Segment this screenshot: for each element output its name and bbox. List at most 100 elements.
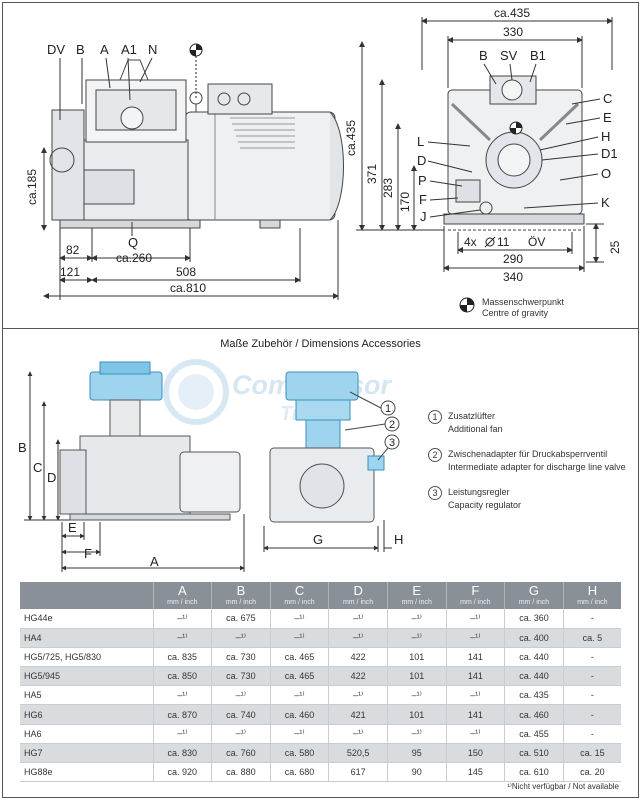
value-cell: ca. 400 (504, 628, 564, 648)
value-cell: ca. 835 (152, 647, 212, 668)
label-front-b: B (479, 48, 488, 63)
acc-label-d: D (47, 470, 56, 485)
header-model (20, 582, 153, 609)
label-d1: D1 (601, 146, 618, 161)
value-cell: 90 (386, 762, 447, 783)
label-d: D (417, 153, 426, 168)
value-cell: –¹⁾ (269, 724, 329, 744)
value-cell: –¹⁾ (269, 609, 329, 629)
model-cell: HA6 (20, 724, 153, 744)
accessories-drawing: Compressor Trade B C D E F A (18, 359, 403, 572)
value-cell: ca. 675 (211, 609, 271, 629)
value-cell: ca. 830 (152, 743, 212, 764)
table-row: HA6–¹⁾–¹⁾–¹⁾–¹⁾–¹⁾–¹⁾ca. 455- (20, 724, 621, 744)
value-cell: ca. 870 (152, 704, 212, 725)
value-cell: - (562, 724, 621, 744)
value-cell: ca. 460 (504, 704, 564, 725)
label-h: H (601, 129, 610, 144)
note-number: 1 (428, 410, 442, 424)
acc-label-h: H (394, 532, 403, 547)
label-b: B (76, 42, 85, 57)
accessory-side-dimensions (24, 371, 245, 572)
label-k: K (601, 195, 610, 210)
value-cell: - (562, 704, 621, 725)
value-cell: –¹⁾ (386, 724, 447, 744)
marker-1: 1 (385, 403, 391, 415)
dim-front-283: 283 (381, 178, 395, 198)
label-q: Q (128, 235, 138, 250)
note-number: 2 (428, 448, 442, 462)
value-cell: –¹⁾ (386, 609, 447, 629)
value-cell: 141 (445, 647, 505, 668)
value-cell: –¹⁾ (152, 724, 212, 744)
watermark: Compressor Trade (163, 359, 393, 425)
label-f: F (419, 192, 427, 207)
value-cell: ca. 440 (504, 666, 564, 687)
front-view-dimensions (356, 17, 613, 272)
value-cell: 145 (445, 762, 505, 783)
value-cell: 520,5 (328, 743, 388, 764)
dim-front-h-ca435: ca.435 (344, 120, 358, 156)
dim-front-371: 371 (365, 164, 379, 184)
value-cell: - (562, 609, 621, 629)
value-cell: ca. 880 (211, 762, 271, 783)
label-c: C (603, 91, 612, 106)
dim-ca185: ca.185 (25, 169, 39, 205)
value-cell: ca. 460 (269, 704, 329, 725)
cog-icon (459, 297, 475, 313)
model-cell: HG6 (20, 704, 153, 725)
acc-label-a: A (150, 554, 159, 569)
note-number: 3 (428, 486, 442, 500)
value-cell: ca. 740 (211, 704, 271, 725)
value-cell: ca. 920 (152, 762, 212, 783)
value-cell: - (562, 666, 621, 687)
note-en: Capacity regulator (448, 500, 522, 510)
value-cell: ca. 610 (504, 762, 564, 783)
value-cell: –¹⁾ (445, 685, 505, 706)
model-cell: HG5/725, HG5/830 (20, 647, 153, 668)
value-cell: –¹⁾ (386, 628, 447, 648)
value-cell: ca. 760 (211, 743, 271, 764)
section-divider (2, 328, 639, 329)
model-cell: HA4 (20, 628, 153, 648)
value-cell: ca. 580 (269, 743, 329, 764)
bolt-diameter: 11 (497, 235, 510, 249)
front-view-compressor (443, 75, 585, 231)
value-cell: 141 (445, 704, 505, 725)
acc-label-b: B (18, 440, 27, 455)
note-de: Leistungsregler (448, 487, 510, 497)
value-cell: –¹⁾ (152, 609, 212, 629)
note-item: 1 Zusatzlüfter Additional fan (428, 410, 633, 436)
value-cell: –¹⁾ (328, 628, 388, 648)
value-cell: 101 (386, 666, 447, 687)
dim-ca260: ca.260 (116, 251, 152, 265)
note-en: Additional fan (448, 424, 503, 434)
value-cell: –¹⁾ (445, 609, 505, 629)
front-view-labels: B SV B1 C E H D1 O K L D P F J (417, 48, 618, 224)
accessory-front-compressor (269, 371, 385, 523)
value-cell: –¹⁾ (152, 685, 212, 706)
value-cell: ca. 850 (152, 666, 212, 687)
label-n: N (148, 42, 157, 57)
value-cell: –¹⁾ (328, 685, 388, 706)
model-cell: HG5/945 (20, 666, 153, 687)
dim-ca810: ca.810 (170, 281, 206, 295)
value-cell: ca. 5 (562, 628, 621, 648)
dim-front-340: 340 (503, 270, 523, 284)
value-cell: –¹⁾ (152, 628, 212, 648)
value-cell: - (562, 647, 621, 668)
dim-front-170: 170 (398, 192, 412, 212)
label-l: L (417, 134, 424, 149)
